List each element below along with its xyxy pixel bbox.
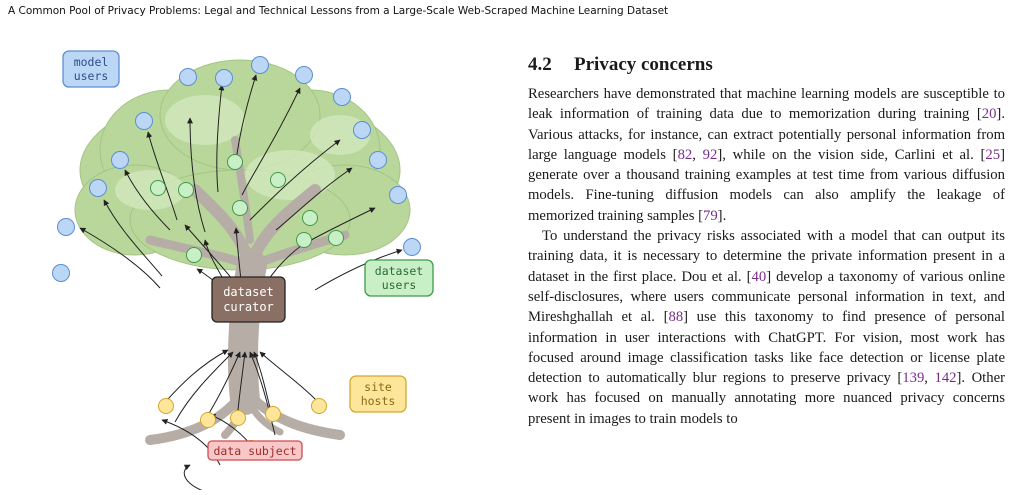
svg-text:users: users xyxy=(382,278,417,292)
svg-text:site: site xyxy=(364,380,392,394)
svg-text:dataset: dataset xyxy=(375,264,423,278)
paragraph-1: Researchers have demonstrated that machi… xyxy=(528,84,1005,226)
site-host-nodes xyxy=(158,398,327,456)
data-subject-label: data subject xyxy=(207,440,303,461)
paragraph-text: To understand the privacy risks associat… xyxy=(528,228,1005,285)
svg-text:users: users xyxy=(74,69,109,83)
paragraph-text: , xyxy=(692,146,703,163)
paragraph-text: Researchers have demonstrated that machi… xyxy=(528,86,1005,123)
dataset-curator-box: dataset curator xyxy=(211,276,286,323)
svg-text:dataset: dataset xyxy=(223,285,274,299)
paragraph-text: ] generate over a thousand training exam… xyxy=(528,146,1006,224)
paragraph-text: , xyxy=(924,370,935,387)
paragraph-text: ]. xyxy=(717,207,727,224)
citation-link[interactable]: 20 xyxy=(981,106,997,123)
citation-link[interactable]: 40 xyxy=(751,268,767,285)
citation-link[interactable]: 88 xyxy=(668,309,684,326)
data-flow-tree-figure: model users dataset users dataset curato… xyxy=(52,50,434,490)
dataset-user-nodes xyxy=(150,154,344,263)
section-number: 4.2 xyxy=(528,54,552,75)
svg-text:curator: curator xyxy=(223,300,274,314)
site-hosts-label: site hosts xyxy=(349,375,407,413)
svg-text:model: model xyxy=(74,55,109,69)
svg-text:data subject: data subject xyxy=(213,444,296,458)
section-column: 4.2 Privacy concerns Researchers have dem… xyxy=(528,54,1005,429)
paragraph-text: ]. Other work has focused on manually an… xyxy=(528,370,1006,427)
citation-link[interactable]: 92 xyxy=(702,146,718,163)
running-head: A Common Pool of Privacy Problems: Legal… xyxy=(8,5,669,17)
section-title: Privacy concerns xyxy=(574,54,713,75)
paragraph-text: ] develop a taxonomy of various online s… xyxy=(528,268,1005,326)
citation-link[interactable]: 79 xyxy=(702,207,718,224)
dataset-users-label: dataset users xyxy=(364,259,434,297)
section-heading: 4.2 Privacy concerns xyxy=(528,54,1005,76)
paragraph-2: To understand the privacy risks associat… xyxy=(528,226,1005,429)
paragraph-text: ], while on the vision side, Carlini et … xyxy=(717,146,986,163)
citation-link[interactable]: 139 xyxy=(902,370,925,387)
paragraph-text: ]. Various attacks, for instance, can ex… xyxy=(528,106,1005,163)
citation-link[interactable]: 25 xyxy=(985,146,1001,163)
citation-link[interactable]: 142 xyxy=(934,370,957,387)
svg-text:hosts: hosts xyxy=(361,394,396,408)
model-user-nodes xyxy=(52,56,421,282)
citation-link[interactable]: 82 xyxy=(677,146,693,163)
model-users-label: model users xyxy=(62,50,120,88)
paragraph-text: ] use this taxonomy to find presence of … xyxy=(528,309,1005,387)
